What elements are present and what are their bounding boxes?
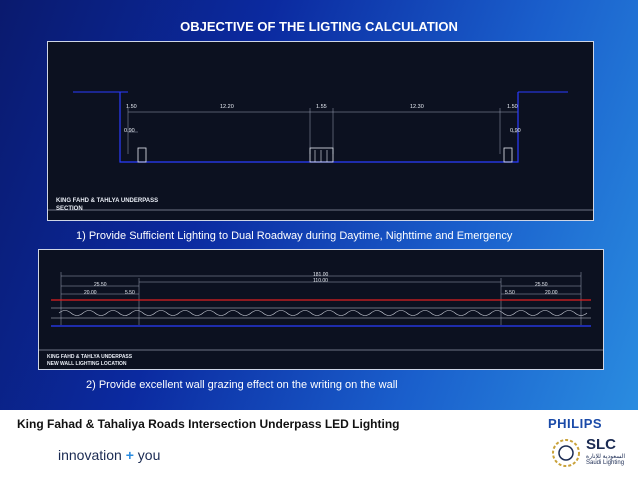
section-svg <box>48 91 593 211</box>
dim-label-right-b: 20.00 <box>545 290 558 296</box>
dim-label-right-a: 5.50 <box>505 290 515 296</box>
caption-1: 1) Provide Sufficient Lighting to Dual R… <box>76 230 513 242</box>
plan-svg <box>39 272 603 351</box>
section-label-line1: KING FAHD & TAHLYA UNDERPASS <box>56 198 159 204</box>
cad-section-drawing: 1.50 12.20 1.55 12.30 1.50 0.90 0.90 KIN… <box>47 41 594 221</box>
dim-label-1: 1.50 <box>126 104 137 110</box>
underpass-outline <box>119 92 519 163</box>
slc-wordmark: SLC <box>586 436 616 453</box>
plus-icon: + <box>125 447 134 463</box>
dim-label-3: 1.55 <box>316 104 327 110</box>
dim-label-5: 1.50 <box>507 104 518 110</box>
left-barrier <box>137 147 147 163</box>
footer-title: King Fahad & Tahaliya Roads Intersection… <box>17 417 400 431</box>
plan-label-line1: KING FAHD & TAHLYA UNDERPASS <box>47 354 133 360</box>
caption-2: 2) Provide excellent wall grazing effect… <box>86 379 398 391</box>
slc-sun-core <box>558 445 574 461</box>
slc-arabic-text: السعودية للإنارة <box>586 454 626 460</box>
dim-label-inner: 110.00 <box>313 278 328 284</box>
section-label-line2: SECTION <box>56 206 83 212</box>
dim-label-left-a: 20.00 <box>84 290 97 296</box>
innovation-you-logo: innovation + you <box>58 447 160 463</box>
wall-writing-pattern <box>58 310 588 316</box>
median-barrier <box>309 147 334 163</box>
dim-label-2: 12.20 <box>220 104 234 110</box>
cad-plan-drawing: 181.00 110.00 25.50 20.00 5.50 25.50 5.5… <box>38 249 604 370</box>
philips-logo: PHILIPS <box>548 416 603 431</box>
slc-emblem-icon <box>552 439 580 467</box>
plan-label-line2: NEW WALL LIGHTING LOCATION <box>47 361 127 367</box>
dim-label-left-outer: 25.50 <box>94 282 107 288</box>
offset-label-left: 0.90 <box>124 128 135 134</box>
dim-label-total: 181.00 <box>313 272 329 278</box>
offset-label-right: 0.90 <box>510 128 521 134</box>
slide-title: OBJECTIVE OF THE LIGTING CALCULATION <box>180 19 458 34</box>
dim-label-4: 12.30 <box>410 104 424 110</box>
slc-sun-ring <box>552 439 580 467</box>
slc-subtitle: Saudi Lighting <box>586 460 625 466</box>
you-word: you <box>137 447 161 463</box>
dim-label-right-outer: 25.50 <box>535 282 548 288</box>
right-barrier <box>503 147 513 163</box>
slide-background: OBJECTIVE OF THE LIGTING CALCULATION <box>0 0 638 410</box>
dim-label-left-b: 5.50 <box>125 290 135 296</box>
innovation-word: innovation <box>58 447 122 463</box>
